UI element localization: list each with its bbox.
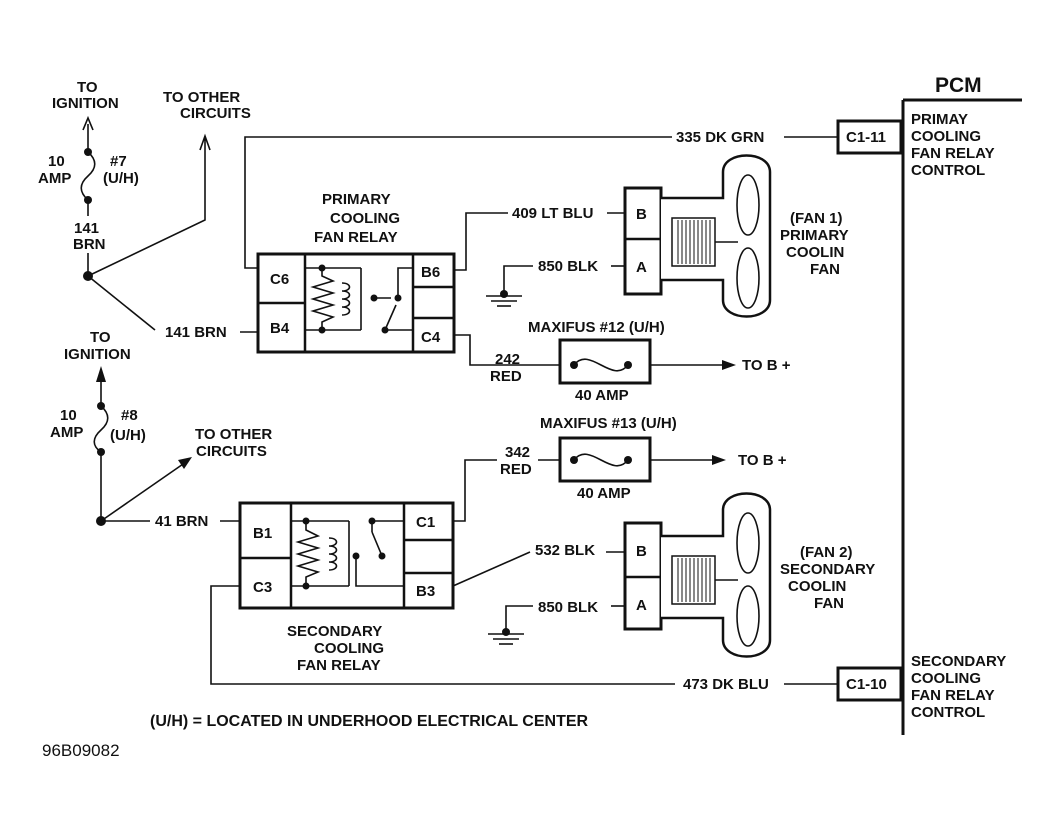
pcm-module: PCM PRIMAY COOLING FAN RELAY CONTROL SEC… (836, 74, 1022, 735)
primary-relay: C6 B4 B6 C4 (256, 252, 456, 354)
primary-relay-pin-b6: B6 (421, 264, 440, 281)
pcm-pin-c1-10: C1-10 (846, 676, 887, 693)
to-other-1-line1: TO OTHER (163, 89, 240, 106)
fan-2: B A (FAN 2) SECONDARY COOLIN FAN (623, 492, 875, 658)
fan-2-label-1: (FAN 2) (800, 544, 853, 561)
fuse-7-icon (80, 151, 96, 201)
pcm-connector-c1-10 (836, 666, 903, 702)
to-ignition-1-line2: IGNITION (52, 95, 119, 112)
wire-342-line2: RED (500, 461, 532, 478)
pcm-primary-label-4: CONTROL (911, 162, 985, 179)
pcm-secondary-label-4: CONTROL (911, 704, 985, 721)
fuse-7-loc: (U/H) (103, 170, 139, 187)
fuse-8-amp-2: AMP (50, 424, 83, 441)
fuse-13-icon (573, 453, 629, 467)
maxifus-12-amp: 40 AMP (575, 387, 629, 404)
fuse-8-icon (93, 405, 109, 453)
to-other-1-line2: CIRCUITS (180, 105, 251, 122)
wire-141-line1: 141 (74, 220, 99, 237)
pcm-primary-label-3: FAN RELAY (911, 145, 995, 162)
to-ignition-2-line1: TO (90, 329, 111, 346)
to-ignition-1-line1: TO (77, 79, 98, 96)
maxifus-12-label: MAXIFUS #12 (U/H) (528, 319, 665, 336)
fan-2-blade-icon (736, 512, 760, 574)
wire-41-brn-label: 41 BRN (155, 513, 208, 530)
fan-2-label-3: COOLIN (788, 578, 846, 595)
fan-1-pin-b: B (636, 206, 647, 223)
ignition-feed-1: TO IGNITION 10 AMP #7 (U/H) 141 BRN TO O… (38, 79, 258, 341)
ignition-feed-2: TO IGNITION 10 AMP #8 (U/H) TO OTHER CIR… (50, 329, 272, 530)
wire-473-label: 473 DK BLU (683, 676, 769, 693)
secondary-relay-coil-icon (291, 520, 321, 587)
fan-1-label-2: PRIMARY (780, 227, 849, 244)
secondary-relay-label-1: SECONDARY (287, 623, 382, 640)
fuse-8-loc: (U/H) (110, 427, 146, 444)
fan-2-label-4: FAN (814, 595, 844, 612)
to-b-plus-1: TO B + (742, 357, 791, 374)
primary-relay-label-1: PRIMARY (322, 191, 391, 208)
fuse-7-amp-2: AMP (38, 170, 71, 187)
figure-code: 96B09082 (42, 741, 120, 760)
secondary-relay-label-2: COOLING (314, 640, 384, 657)
pcm-primary-label-2: COOLING (911, 128, 981, 145)
wire-242-line1: 242 (495, 351, 520, 368)
primary-relay-coil-icon (305, 267, 336, 331)
wire-335-label: 335 DK GRN (676, 129, 764, 146)
pcm-pin-c1-11: C1-11 (846, 129, 886, 146)
maxifus-12: MAXIFUS #12 (U/H) 40 AMP TO B + (528, 319, 791, 404)
primary-relay-pin-c4: C4 (421, 329, 441, 346)
ground-icon (486, 295, 522, 307)
fan-1-blade-icon (736, 174, 760, 236)
fuse-8-num: #8 (121, 407, 138, 424)
to-ignition-2-line2: IGNITION (64, 346, 131, 363)
maxifus-13-amp: 40 AMP (577, 485, 631, 502)
fan-2-pin-b: B (636, 543, 647, 560)
fuse-7-num: #7 (110, 153, 127, 170)
wire-850-a-label: 850 BLK (538, 258, 598, 275)
fan-1-pin-a: A (636, 259, 647, 276)
secondary-relay: B1 C3 C1 B3 (238, 501, 455, 610)
ground-icon (488, 633, 524, 645)
maxifus-13: MAXIFUS #13 (U/H) 40 AMP TO B + (540, 415, 787, 502)
primary-relay-label-2: COOLING (330, 210, 400, 227)
fan-1-label-4: FAN (810, 261, 840, 278)
primary-relay-pin-b4: B4 (270, 320, 290, 337)
to-b-plus-2: TO B + (738, 452, 787, 469)
pcm-primary-label-1: PRIMAY (911, 111, 968, 128)
fuse-7-amp-1: 10 (48, 153, 65, 170)
pcm-secondary-label-1: SECONDARY (911, 653, 1006, 670)
fan-1-label-3: COOLIN (786, 244, 844, 261)
primary-relay-label-3: FAN RELAY (314, 229, 398, 246)
fan-2-pin-a: A (636, 597, 647, 614)
fan-2-label-2: SECONDARY (780, 561, 875, 578)
to-other-2-line2: CIRCUITS (196, 443, 267, 460)
secondary-relay-pin-c1: C1 (416, 514, 435, 531)
wire-242-line2: RED (490, 368, 522, 385)
to-other-2-line1: TO OTHER (195, 426, 272, 443)
pcm-secondary-label-3: FAN RELAY (911, 687, 995, 704)
secondary-relay-pin-c3: C3 (253, 579, 272, 596)
secondary-relay-label-3: FAN RELAY (297, 657, 381, 674)
fuse-12-icon (573, 358, 629, 372)
wire-850-b-label: 850 BLK (538, 599, 598, 616)
secondary-relay-pin-b3: B3 (416, 583, 435, 600)
secondary-relay-pin-b1: B1 (253, 525, 272, 542)
wire-409-label: 409 LT BLU (512, 205, 593, 222)
fuse-8-amp-1: 10 (60, 407, 77, 424)
fan-1-label-1: (FAN 1) (790, 210, 843, 227)
wire-342-line1: 342 (505, 444, 530, 461)
wire-141-brn-label: 141 BRN (165, 324, 227, 341)
pcm-secondary-label-2: COOLING (911, 670, 981, 687)
wire-141-line2: BRN (73, 236, 106, 253)
wire-532-label: 532 BLK (535, 542, 595, 559)
fan-1: B A (FAN 1) PRIMARY COOLIN FAN (623, 154, 849, 318)
maxifus-13-label: MAXIFUS #13 (U/H) (540, 415, 677, 432)
pcm-title: PCM (935, 74, 982, 97)
primary-relay-pin-c6: C6 (270, 271, 289, 288)
footnote: (U/H) = LOCATED IN UNDERHOOD ELECTRICAL … (150, 713, 589, 730)
